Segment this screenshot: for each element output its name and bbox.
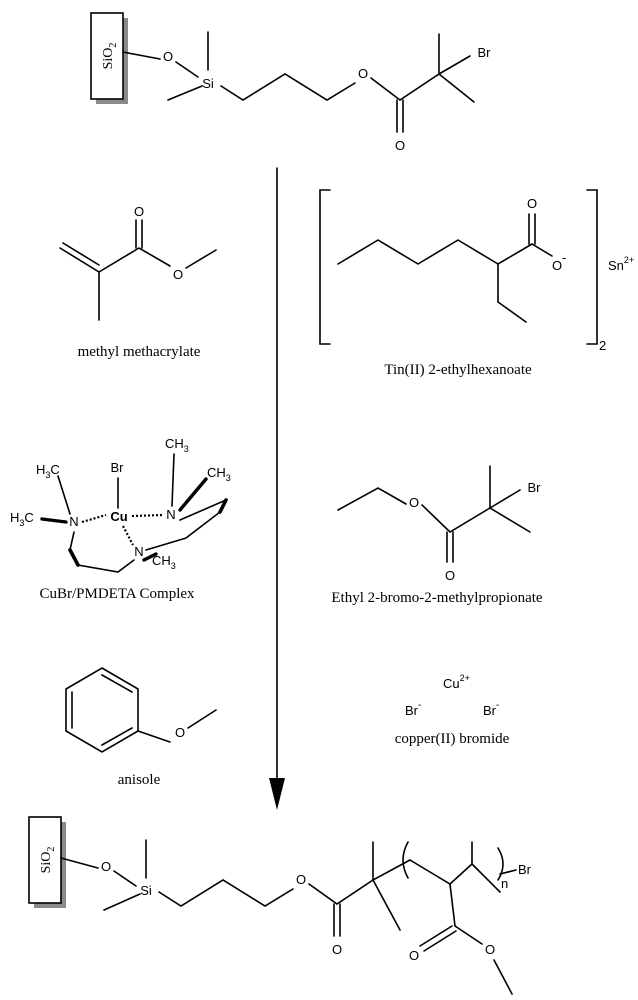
bottom-ester-oxygen: O — [296, 872, 306, 887]
copper-ion: Cu2+ — [443, 673, 470, 691]
mma-ester-oxygen: O — [173, 267, 183, 282]
anisole: O anisole — [65, 667, 217, 788]
bromine-label: Br — [478, 45, 492, 60]
pendant-ester-oxygen: O — [485, 942, 495, 957]
ch3-right: CH3 — [207, 465, 231, 483]
ebmp-carbonyl-oxygen: O — [445, 568, 455, 583]
n-center: N — [134, 544, 143, 559]
bottom-bromine: Br — [518, 862, 532, 877]
tin-ion: Sn2+ — [608, 255, 634, 273]
repeat-subscript: n — [501, 876, 508, 891]
cubr-label: CuBr/PMDETA Complex — [39, 586, 195, 602]
ebmp-bromine: Br — [528, 480, 542, 495]
anisole-label: anisole — [118, 772, 161, 788]
bromide-right: Br- — [483, 700, 499, 718]
cubr2-label: copper(II) bromide — [395, 731, 510, 747]
ebmp-label: Ethyl 2-bromo-2-methylpropionate — [331, 590, 543, 606]
ch3-top: CH3 — [165, 436, 189, 454]
ch3-bottom: CH3 — [152, 553, 176, 571]
h3c-left: H3C — [10, 510, 34, 528]
bromide-left: Br- — [405, 700, 421, 718]
carbonyl-oxygen-label: O — [395, 138, 405, 153]
ebmp-ester-oxygen: O — [409, 495, 419, 510]
mma-label: methyl methacrylate — [78, 344, 201, 360]
n-left: N — [69, 514, 78, 529]
bottom-oxygen: O — [101, 859, 111, 874]
carboxylate-oxygen: O — [552, 258, 562, 273]
n-right: N — [166, 507, 175, 522]
anisole-oxygen: O — [175, 725, 185, 740]
copper-ii-bromide: Cu2+ Br- Br- copper(II) bromide — [395, 673, 510, 747]
pmma-grafted-silica: SiO2 O Si O O n Br O O — [28, 816, 532, 995]
pendant-carbonyl-oxygen: O — [409, 948, 419, 963]
ester-oxygen-label: O — [358, 66, 368, 81]
cubr-pmdeta-complex: Br Cu N N N H3C H3C CH3 CH3 CH3 CuBr/PMD… — [10, 436, 231, 602]
bracket-subscript: 2 — [599, 338, 606, 353]
tin-2-ethylhexanoate: 2 O O - Sn2+ Tin(II) 2-ethylhexanoate — [319, 189, 634, 378]
oxygen-label: O — [163, 49, 173, 64]
reaction-arrow — [269, 167, 285, 810]
ethyl-2-bromo-2-methylpropionate: O O Br Ethyl 2-bromo-2-methylpropionate — [331, 465, 543, 606]
mma-carbonyl-oxygen: O — [134, 204, 144, 219]
carboxylate-charge: - — [562, 250, 566, 265]
silicon-label: Si — [202, 76, 214, 91]
initiator-silica: SiO2 O Si O O Br — [90, 12, 492, 153]
bottom-silicon: Si — [140, 883, 152, 898]
tin-label: Tin(II) 2-ethylhexanoate — [384, 362, 532, 378]
copper-center: Cu — [110, 509, 127, 524]
bottom-carbonyl-oxygen: O — [332, 942, 342, 957]
complex-bromine: Br — [111, 460, 125, 475]
methyl-methacrylate: O O methyl methacrylate — [59, 204, 217, 360]
sio2-label-bottom: SiO2 — [39, 847, 57, 874]
h3c-top-left: H3C — [36, 462, 60, 480]
tin-carbonyl-oxygen: O — [527, 196, 537, 211]
sio2-label: SiO2 — [101, 43, 119, 70]
